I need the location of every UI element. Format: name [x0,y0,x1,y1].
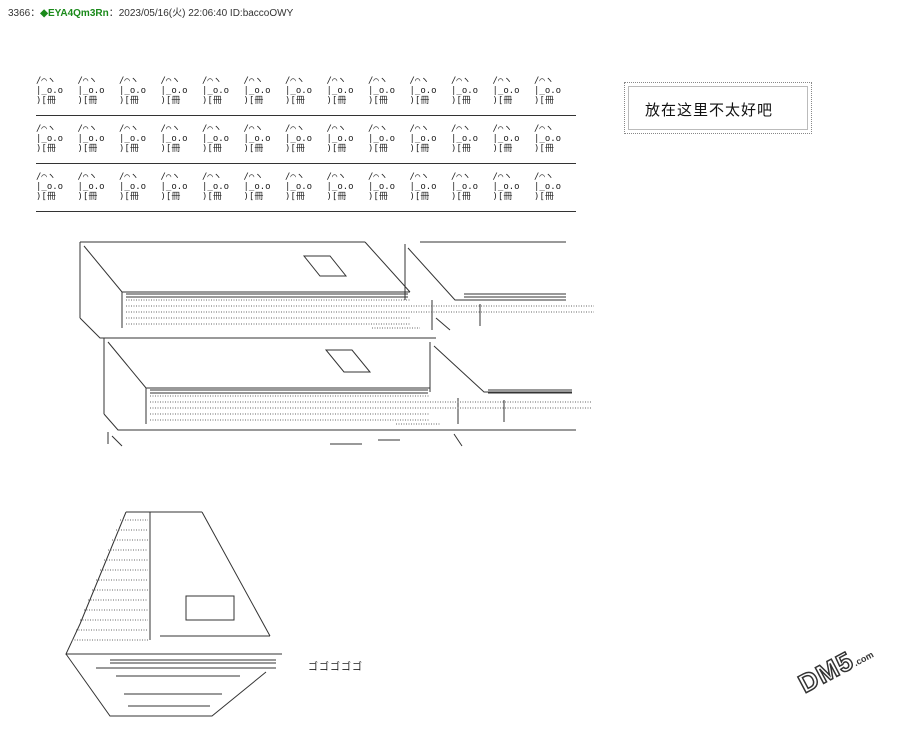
speech-bubble: 放在这里不太好吧 [624,82,812,134]
student-desk: /⌒ヽ |_o.o )[冊 [534,76,562,106]
art-upper-desk-outline [79,241,436,339]
student-desk: /⌒ヽ |_o.o )[冊 [285,124,313,154]
watermark-suffix: .com [851,649,876,669]
post-separator: ： [30,8,41,19]
student-desk: /⌒ヽ |_o.o )[冊 [36,172,64,202]
art-upper-desk-dotted [126,299,594,329]
student-desk: /⌒ヽ |_o.o )[冊 [451,172,479,202]
desk-row: /⌒ヽ |_o.o )[冊 /⌒ヽ |_o.o )[冊 /⌒ヽ |_o.o )[冊 /… [36,170,576,218]
desk-row-floor-line [36,115,576,116]
student-desk: /⌒ヽ |_o.o )[冊 [492,76,520,106]
student-desk: /⌒ヽ |_o.o )[冊 [409,172,437,202]
art-lower-desk-base [107,432,463,447]
art-upper-desk-right [404,241,566,331]
student-desk: /⌒ヽ |_o.o )[冊 [534,172,562,202]
student-desk: /⌒ヽ |_o.o )[冊 [243,124,271,154]
speech-bubble-text: 放在这里不太好吧 [645,102,774,119]
art-lower-desk-outline [103,338,576,431]
art-hutch-equals [110,659,276,707]
desk-row: /⌒ヽ |_o.o )[冊 /⌒ヽ |_o.o )[冊 /⌒ヽ |_o.o )[冊 /… [36,74,576,122]
student-desk: /⌒ヽ |_o.o )[冊 [409,76,437,106]
student-desk: /⌒ヽ |_o.o )[冊 [202,76,230,106]
student-desk: /⌒ヽ |_o.o )[冊 [326,124,354,154]
art-hutch-dotted [72,519,148,641]
art-hutch [65,511,282,717]
student-desk: /⌒ヽ |_o.o )[冊 [119,76,147,106]
student-desk: /⌒ヽ |_o.o )[冊 [77,76,105,106]
student-desk: /⌒ヽ |_o.o )[冊 [243,76,271,106]
student-desk: /⌒ヽ |_o.o )[冊 [36,124,64,154]
student-desk: /⌒ヽ |_o.o )[冊 [285,172,313,202]
art-equals-bar-lower [150,389,572,394]
student-desk: /⌒ヽ |_o.o )[冊 [326,76,354,106]
desk-row-floor-line [36,211,576,212]
student-desk: /⌒ヽ |_o.o )[冊 [368,76,396,106]
poster-trip[interactable]: ◆EYA4Qm3Rn [40,8,109,19]
desk-row-floor-line [36,163,576,164]
post-header: 3366：◆EYA4Qm3Rn：2023/05/16(火) 22:06:40 I… [8,4,293,19]
student-desk: /⌒ヽ |_o.o )[冊 [36,76,64,106]
student-desk: /⌒ヽ |_o.o )[冊 [202,172,230,202]
student-desk: /⌒ヽ |_o.o )[冊 [243,172,271,202]
classroom-desks-art: /⌒ヽ |_o.o )[冊 /⌒ヽ |_o.o )[冊 /⌒ヽ |_o.o )[冊 /… [36,74,596,218]
post-meta: ：2023/05/16(火) 22:06:40 ID:baccoOWY [108,8,294,19]
post-number: 3366 [8,8,31,19]
student-desk: /⌒ヽ |_o.o )[冊 [451,124,479,154]
student-desk: /⌒ヽ |_o.o )[冊 [285,76,313,106]
student-desk: /⌒ヽ |_o.o )[冊 [368,172,396,202]
student-desk: /⌒ヽ |_o.o )[冊 [492,124,520,154]
student-desk: /⌒ヽ |_o.o )[冊 [77,172,105,202]
student-desk: /⌒ヽ |_o.o )[冊 [451,76,479,106]
student-desk: /⌒ヽ |_o.o )[冊 [409,124,437,154]
student-desk: /⌒ヽ |_o.o )[冊 [160,172,188,202]
student-desk: /⌒ヽ |_o.o )[冊 [368,124,396,154]
student-desk: /⌒ヽ |_o.o )[冊 [119,172,147,202]
student-desk: /⌒ヽ |_o.o )[冊 [492,172,520,202]
student-desk: /⌒ヽ |_o.o )[冊 [160,124,188,154]
student-desk: /⌒ヽ |_o.o )[冊 [77,124,105,154]
student-desk: /⌒ヽ |_o.o )[冊 [202,124,230,154]
student-desk: /⌒ヽ |_o.o )[冊 [160,76,188,106]
student-desk: /⌒ヽ |_o.o )[冊 [119,124,147,154]
art-lower-desk-dotted [150,395,592,425]
sound-effect-text: ゴゴゴゴゴ [308,662,363,673]
student-desk: /⌒ヽ |_o.o )[冊 [326,172,354,202]
desk-row: /⌒ヽ |_o.o )[冊 /⌒ヽ |_o.o )[冊 /⌒ヽ |_o.o )[冊 /… [36,122,576,170]
art-equals-bar-upper [126,293,566,298]
student-desk: /⌒ヽ |_o.o )[冊 [534,124,562,154]
